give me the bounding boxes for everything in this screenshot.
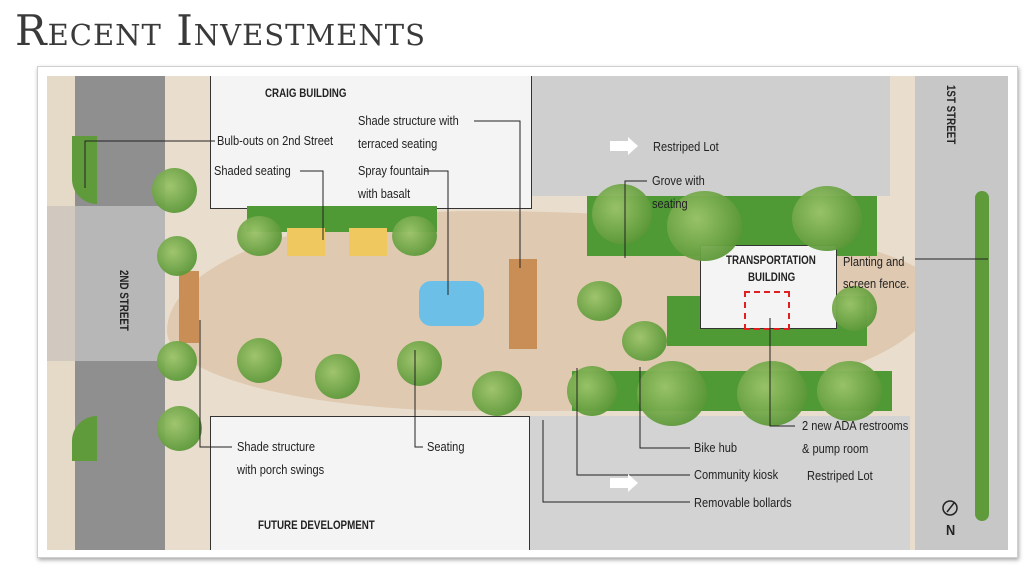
callout-shade-terraced-1: Shade structure with (358, 113, 459, 128)
craig-building-label: CRAIG BUILDING (265, 88, 347, 100)
transportation-building (700, 245, 837, 329)
tree (667, 191, 742, 261)
tree (392, 216, 437, 256)
callout-restriped-lot-bottom: Restriped Lot (807, 468, 873, 483)
transportation-building-label-2: BUILDING (748, 272, 796, 284)
tree (832, 286, 877, 331)
first-street-label: 1ST STREET (944, 85, 956, 145)
callout-spray-fountain-2: with basalt (358, 186, 411, 201)
callout-ada-1: 2 new ADA restrooms (802, 418, 909, 433)
callout-planting-2: screen fence. (843, 276, 910, 291)
first-street-planting (975, 191, 989, 521)
site-plan-map (47, 76, 1008, 550)
first-street-road (915, 76, 1008, 550)
tree (592, 184, 652, 244)
tree (315, 354, 360, 399)
tree (817, 361, 882, 421)
callout-ada-2: & pump room (802, 441, 869, 456)
callout-shaded-seating: Shaded seating (214, 163, 291, 178)
callout-spray-fountain-1: Spray fountain (358, 163, 430, 178)
shaded-seating-canopy (287, 228, 325, 256)
second-street-label: 2ND STREET (117, 270, 129, 331)
tree (637, 361, 707, 426)
tree (157, 406, 202, 451)
north-arrow-icon (942, 500, 958, 516)
tree (792, 186, 862, 251)
callout-bike-hub: Bike hub (694, 440, 738, 455)
craig-building (210, 76, 532, 209)
callout-grove-2: seating (652, 196, 688, 211)
tree (237, 338, 282, 383)
future-development (210, 416, 530, 550)
restroom-outline (744, 291, 790, 330)
tree (157, 236, 197, 276)
transportation-building-label-1: TRANSPORTATION (726, 255, 816, 267)
callout-grove-1: Grove with (652, 173, 705, 188)
callout-restriped-lot-top: Restriped Lot (653, 139, 719, 154)
tree (472, 371, 522, 416)
callout-bulb-outs: Bulb-outs on 2nd Street (217, 133, 334, 148)
callout-seating: Seating (427, 439, 465, 454)
parking-lot-bottom (530, 416, 910, 550)
shade-structure-terraced (509, 259, 537, 349)
callout-shade-terraced-2: terraced seating (358, 136, 438, 151)
callout-planting-1: Planting and (843, 254, 905, 269)
tree (567, 366, 617, 416)
sidewalk-left (47, 76, 75, 550)
spray-fountain (419, 281, 484, 326)
slide-title: Recent Investments (15, 6, 426, 55)
callout-porch-swings-1: Shade structure (237, 439, 316, 454)
callout-porch-swings-2: with porch swings (237, 462, 325, 477)
shaded-seating-canopy (349, 228, 387, 256)
callout-removable-bollards: Removable bollards (694, 495, 792, 510)
callout-community-kiosk: Community kiosk (694, 467, 779, 482)
future-development-label: FUTURE DEVELOPMENT (258, 520, 375, 532)
tree (157, 341, 197, 381)
tree (577, 281, 622, 321)
tree (622, 321, 667, 361)
tree (237, 216, 282, 256)
parking-lot-top (530, 76, 890, 196)
tree (152, 168, 197, 213)
tree (397, 341, 442, 386)
porch-swing-structure (179, 271, 199, 343)
tree (737, 361, 807, 426)
north-label: N (946, 522, 956, 539)
